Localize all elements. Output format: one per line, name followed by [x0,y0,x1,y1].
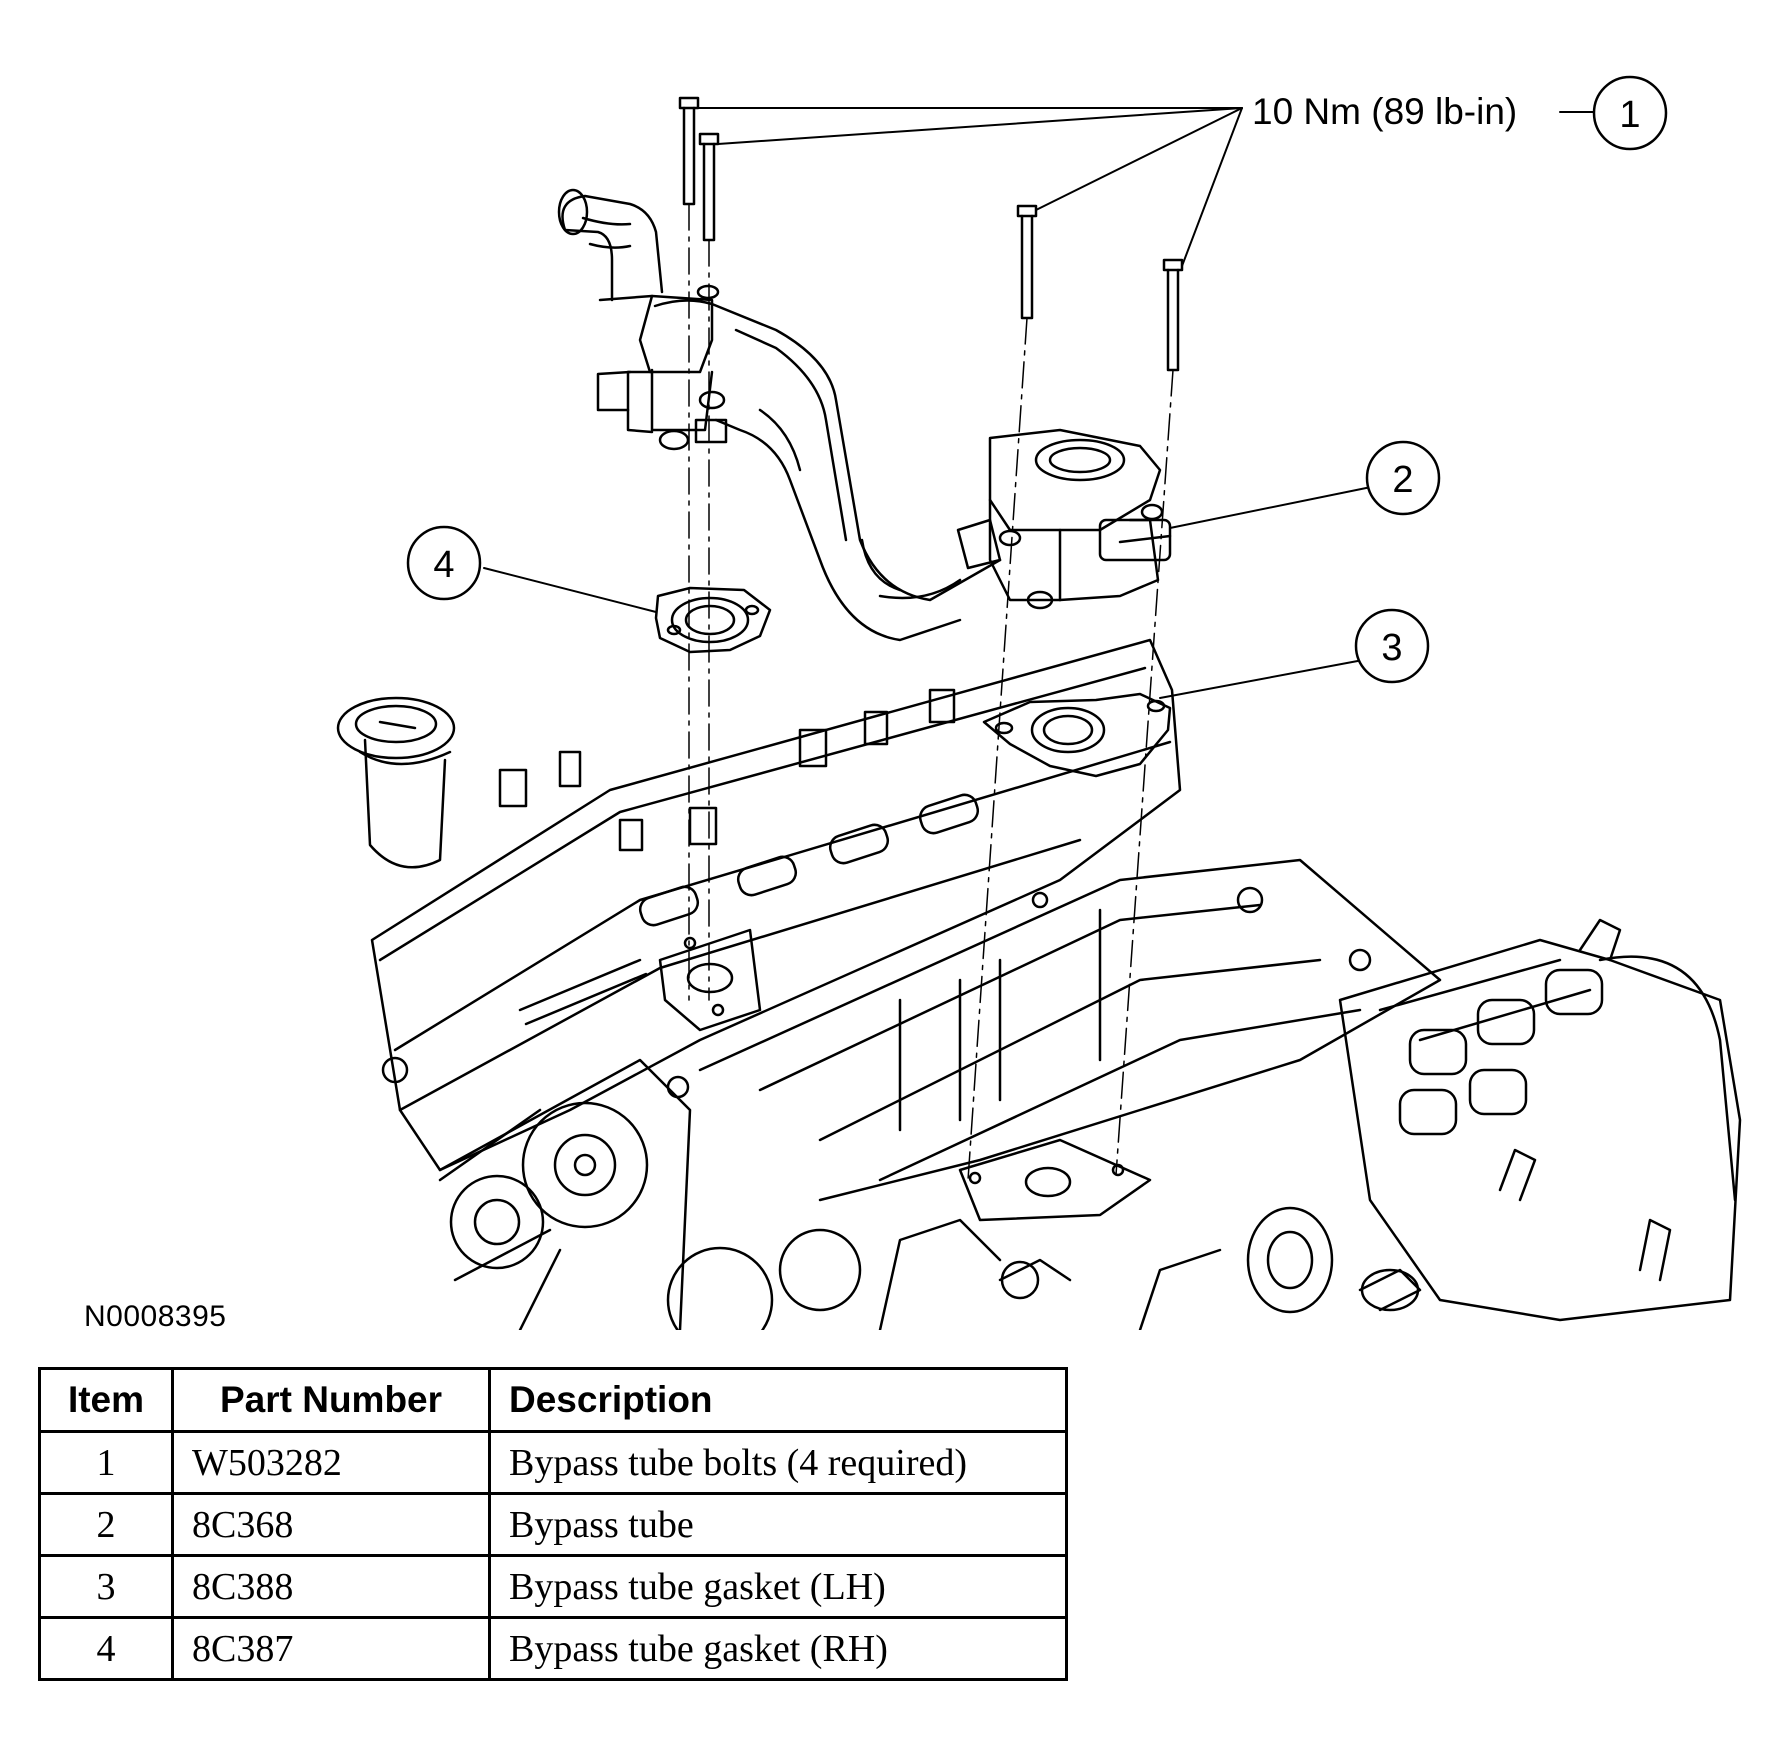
callout-1-number: 1 [1619,94,1640,136]
bypass-tube [557,188,1172,642]
cell-description: Bypass tube gasket (RH) [488,1616,1068,1681]
bolts [678,96,1184,372]
table-header-row: Item Part Number Description [38,1367,1068,1433]
callout-2: 2 [1365,440,1441,516]
cell-item: 2 [38,1492,174,1557]
cell-description: Bypass tube bolts (4 required) [488,1430,1068,1495]
table-row: 2 8C368 Bypass tube [38,1492,1068,1557]
callout-4: 4 [406,525,482,601]
callout-4-number: 4 [433,544,454,586]
cell-description: Bypass tube gasket (LH) [488,1554,1068,1619]
table-row: 3 8C388 Bypass tube gasket (LH) [38,1554,1068,1619]
callout-1: 1 [1592,75,1668,151]
cell-part-number: 8C368 [171,1492,491,1557]
figure-code: N0008395 [84,1300,227,1333]
rh-gasket [654,586,772,654]
leader-lines [483,107,1597,699]
header-part-number: Part Number [171,1367,491,1433]
parts-table: Item Part Number Description 1 W503282 B… [38,1367,1068,1681]
callout-3: 3 [1354,608,1430,684]
cell-item: 3 [38,1554,174,1619]
header-description: Description [488,1367,1068,1433]
table-row: 1 W503282 Bypass tube bolts (4 required) [38,1430,1068,1495]
engine-block [336,638,1742,1330]
center-lines [688,203,1174,1181]
callout-2-number: 2 [1392,459,1413,501]
cell-item: 4 [38,1616,174,1681]
cell-part-number: 8C388 [171,1554,491,1619]
cell-item: 1 [38,1430,174,1495]
cell-part-number: 8C387 [171,1616,491,1681]
exploded-view-illustration: 10 Nm (89 lb-in) 1 2 3 4 [336,75,1742,1330]
torque-spec-label: 10 Nm (89 lb-in) [1252,91,1517,132]
cell-description: Bypass tube [488,1492,1068,1557]
callout-3-number: 3 [1381,627,1402,669]
header-item: Item [38,1367,174,1433]
table-row: 4 8C387 Bypass tube gasket (RH) [38,1616,1068,1681]
cell-part-number: W503282 [171,1430,491,1495]
lh-gasket [982,692,1172,778]
